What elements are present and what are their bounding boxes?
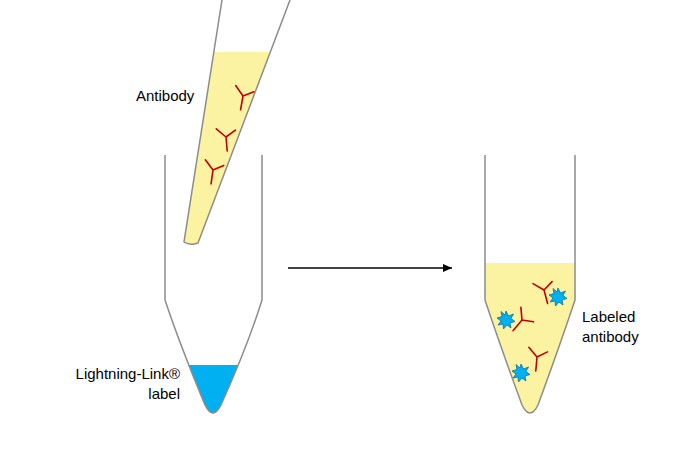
result-label: Labeled antibody — [582, 307, 693, 347]
antibody — [202, 160, 224, 185]
process-arrow — [288, 267, 452, 268]
tube-label: Lightning-Link® label — [43, 364, 180, 404]
antibody-liquid — [170, 52, 300, 252]
pipette-label: Antibody — [136, 86, 194, 106]
tube — [485, 155, 575, 413]
antibody — [527, 347, 548, 372]
labeled-liquid — [480, 263, 580, 428]
label-molecule — [497, 311, 515, 329]
pipette-tip — [184, 0, 290, 244]
label-molecule — [549, 288, 567, 306]
antibody — [232, 86, 255, 112]
label-molecule — [512, 364, 530, 382]
antibody — [216, 127, 237, 152]
